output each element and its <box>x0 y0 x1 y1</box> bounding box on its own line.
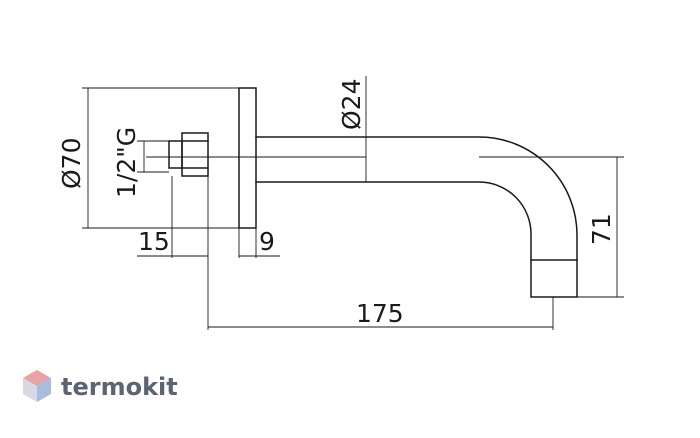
dim-71-label: 71 <box>587 213 616 245</box>
thread-stub <box>168 140 183 169</box>
dim-thread-label: 1/2"G <box>112 127 141 198</box>
dim-175-label: 175 <box>356 299 404 328</box>
spout-pipe <box>255 136 578 261</box>
wall-flange <box>238 87 257 229</box>
dim-9-label: 9 <box>259 227 275 256</box>
dimension-lines <box>82 76 624 330</box>
outlet-nozzle <box>530 259 578 298</box>
dim-diameter-24-label: Ø24 <box>337 79 366 131</box>
hex-body <box>181 132 209 177</box>
watermark-text: termokit <box>61 373 178 401</box>
dim-diameter-70-label: Ø70 <box>57 138 86 190</box>
termokit-logo-icon <box>23 370 51 402</box>
dim-15-label: 15 <box>138 227 170 256</box>
